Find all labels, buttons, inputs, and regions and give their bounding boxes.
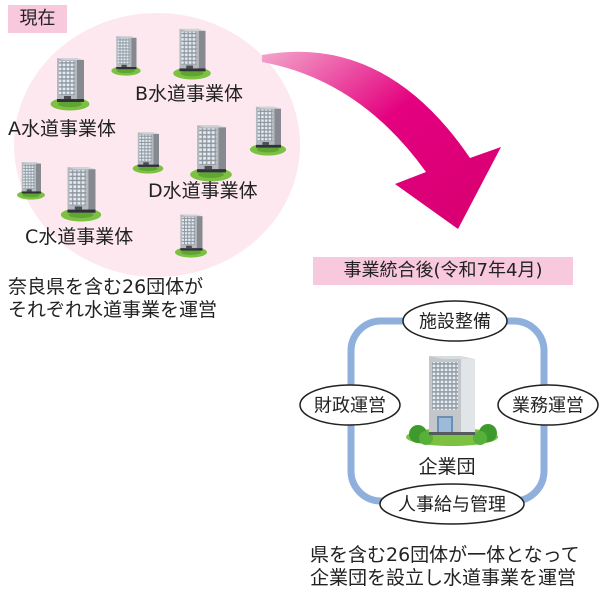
function-label: 業務運営 bbox=[512, 396, 584, 417]
tree-icon bbox=[473, 431, 487, 445]
caption-line: 県を含む26団体が一体となって bbox=[310, 544, 580, 566]
caption-line: 企業団を設立し水道事業を運営 bbox=[310, 567, 577, 589]
current-caption: 奈良県を含む26団体が それぞれ水道事業を運営 bbox=[8, 276, 217, 322]
after-label: 事業統合後(令和7年4月) bbox=[313, 257, 573, 285]
current-label: 現在 bbox=[8, 5, 67, 33]
entity-a-label: A水道事業体 bbox=[8, 118, 116, 140]
entity-c-label: C水道事業体 bbox=[25, 226, 134, 248]
caption-line: 奈良県を含む26団体が bbox=[8, 276, 204, 298]
function-finance: 財政運営 bbox=[299, 384, 401, 426]
function-label: 施設整備 bbox=[419, 312, 491, 333]
function-label: 財政運営 bbox=[314, 396, 386, 417]
arrow-icon bbox=[262, 51, 501, 229]
function-facilities: 施設整備 bbox=[402, 300, 508, 342]
function-hr-payroll: 人事給与管理 bbox=[379, 483, 525, 525]
entity-b-label: B水道事業体 bbox=[135, 83, 244, 105]
function-label: 人事給与管理 bbox=[398, 495, 506, 516]
entity-d-label: D水道事業体 bbox=[148, 180, 258, 202]
after-caption: 県を含む26団体が一体となって 企業団を設立し水道事業を運営 bbox=[310, 544, 580, 590]
caption-line: それぞれ水道事業を運営 bbox=[8, 299, 218, 321]
function-operations: 業務運営 bbox=[497, 384, 599, 426]
corporation-label: 企業団 bbox=[418, 456, 476, 478]
corporation-building-icon bbox=[406, 356, 498, 446]
